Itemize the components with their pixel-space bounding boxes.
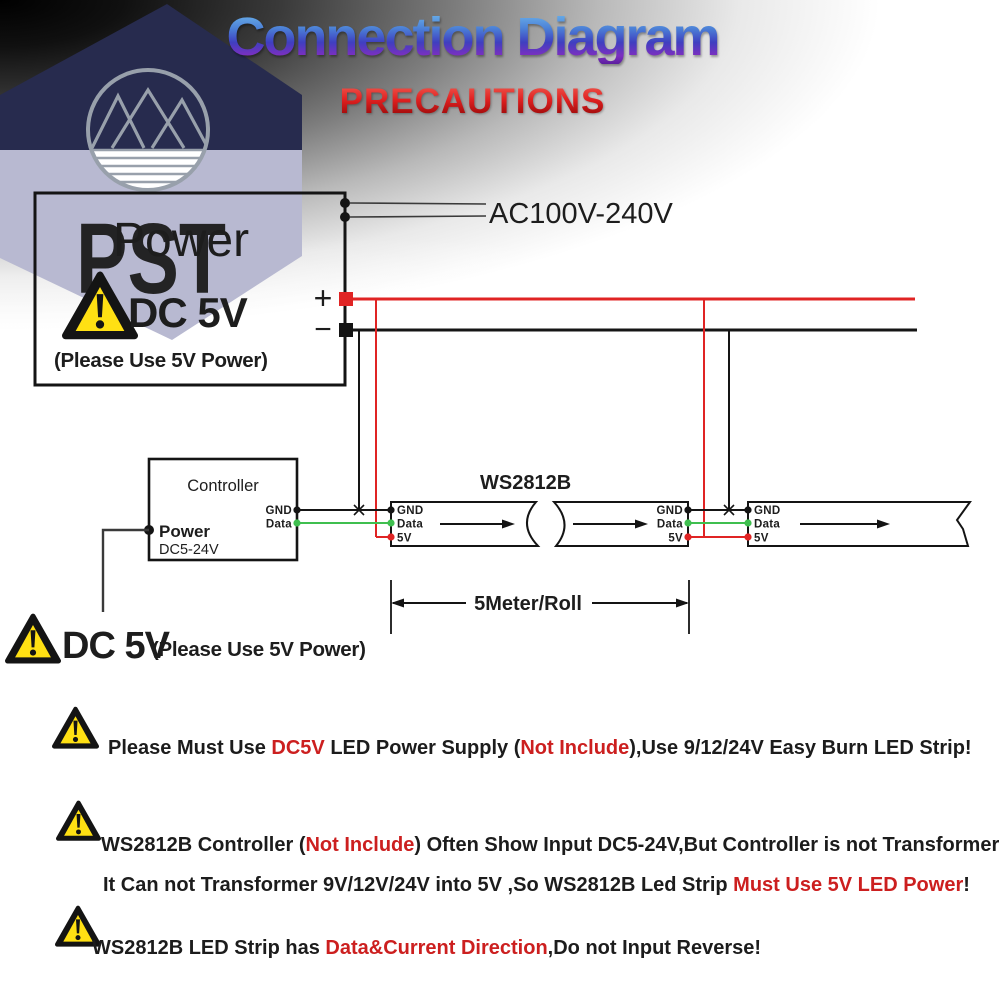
note-controller-line-1: WS2812B Controller (Not Include) Often S… xyxy=(101,834,1000,856)
ac-input: AC100V-240V xyxy=(349,198,673,230)
strip-data-label: Data xyxy=(657,519,683,531)
power-buses xyxy=(353,297,917,538)
minus-terminal xyxy=(339,323,353,337)
minus-terminal-label: − xyxy=(314,313,332,346)
note-controller-line-2: It Can not Transformer 9V/12V/24V into 5… xyxy=(103,874,970,896)
power-voltage-label: DC 5V xyxy=(128,289,248,336)
strip-gnd-pin xyxy=(387,506,395,514)
signal-wires xyxy=(297,509,748,538)
led-strip-segment-1: WS2812B GND Data 5V xyxy=(387,472,571,547)
dc5v-callout-voltage: DC 5V xyxy=(62,625,171,667)
note-direction: WS2812B LED Strip has Data&Current Direc… xyxy=(92,937,762,959)
ac-terminal-dot xyxy=(340,212,350,222)
strip-gnd-pin xyxy=(744,506,752,514)
warning-icon xyxy=(58,803,99,839)
led-strip-segment-2: GND Data 5V xyxy=(551,501,692,547)
page-title: Connection Diagram xyxy=(0,10,945,64)
power-supply-box: Power DC 5V (Please Use 5V Power) + − xyxy=(33,191,353,387)
led-strip-segment-3: GND Data 5V xyxy=(744,501,972,547)
direction-arrowhead xyxy=(502,519,515,529)
strip-gnd-label: GND xyxy=(657,505,683,517)
ac-terminal-dot xyxy=(340,198,350,208)
note-power-supply: Please Must Use DC5V LED Power Supply (N… xyxy=(108,737,972,759)
ac-wire xyxy=(349,202,487,205)
strip-data-label: Data xyxy=(397,519,423,531)
strip-5v-pin xyxy=(744,533,752,541)
dimension-arrowhead xyxy=(676,598,689,608)
controller-power-label: Power xyxy=(159,522,210,541)
mountain-peaks-icon xyxy=(90,86,208,149)
dc5v-callout: DC 5V (Please Use 5V Power) xyxy=(8,616,366,667)
ac-wire xyxy=(349,215,487,218)
logo-circle xyxy=(86,68,210,192)
strip-gnd-label: GND xyxy=(754,505,780,517)
strip-data-pin xyxy=(744,519,752,527)
power-box-outline xyxy=(33,191,347,387)
warning-icon xyxy=(54,709,97,746)
direction-arrowhead xyxy=(635,519,648,529)
water-lines-icon xyxy=(88,148,208,190)
strip-data-label: Data xyxy=(754,519,780,531)
strip-gnd-label: GND xyxy=(397,505,423,517)
controller-gnd-label: GND xyxy=(266,505,292,517)
roll-dimension: 5Meter/Roll xyxy=(390,580,690,634)
strip-5v-pin xyxy=(684,533,692,541)
plus-terminal-label: + xyxy=(314,280,333,316)
watermark-gem-top xyxy=(0,4,302,150)
roll-length-label: 5Meter/Roll xyxy=(474,593,582,615)
direction-arrowhead xyxy=(877,519,890,529)
brand-watermark: PST xyxy=(0,4,302,340)
ac-voltage-label: AC100V-240V xyxy=(489,198,673,230)
controller-title: Controller xyxy=(187,477,259,495)
strip-gnd-pin xyxy=(684,506,692,514)
controller-power-wire xyxy=(101,528,149,612)
watermark-gem-bottom xyxy=(0,150,302,340)
strip-model-label: WS2812B xyxy=(480,472,571,494)
power-voltage-note: (Please Use 5V Power) xyxy=(54,349,268,372)
strip-5v-label: 5V xyxy=(754,533,769,545)
controller-range-label: DC5-24V xyxy=(159,542,219,558)
dimension-arrowhead xyxy=(391,598,404,608)
power-box-title: Power xyxy=(113,214,249,267)
strip-5v-pin xyxy=(387,533,395,541)
controller-data-label: Data xyxy=(266,519,292,531)
strip-5v-label: 5V xyxy=(397,533,412,545)
strip-5v-label: 5V xyxy=(668,533,683,545)
controller-outline xyxy=(147,457,299,562)
plus-terminal xyxy=(339,292,353,306)
warning-icon xyxy=(8,616,59,661)
strip-data-pin xyxy=(387,519,395,527)
dc5v-callout-note: (Please Use 5V Power) xyxy=(152,638,366,661)
controller-box: Controller GND Data Power DC5-24V xyxy=(101,457,301,612)
strip-data-pin xyxy=(684,519,692,527)
precautions-heading: PRECAUTIONS xyxy=(0,84,945,119)
